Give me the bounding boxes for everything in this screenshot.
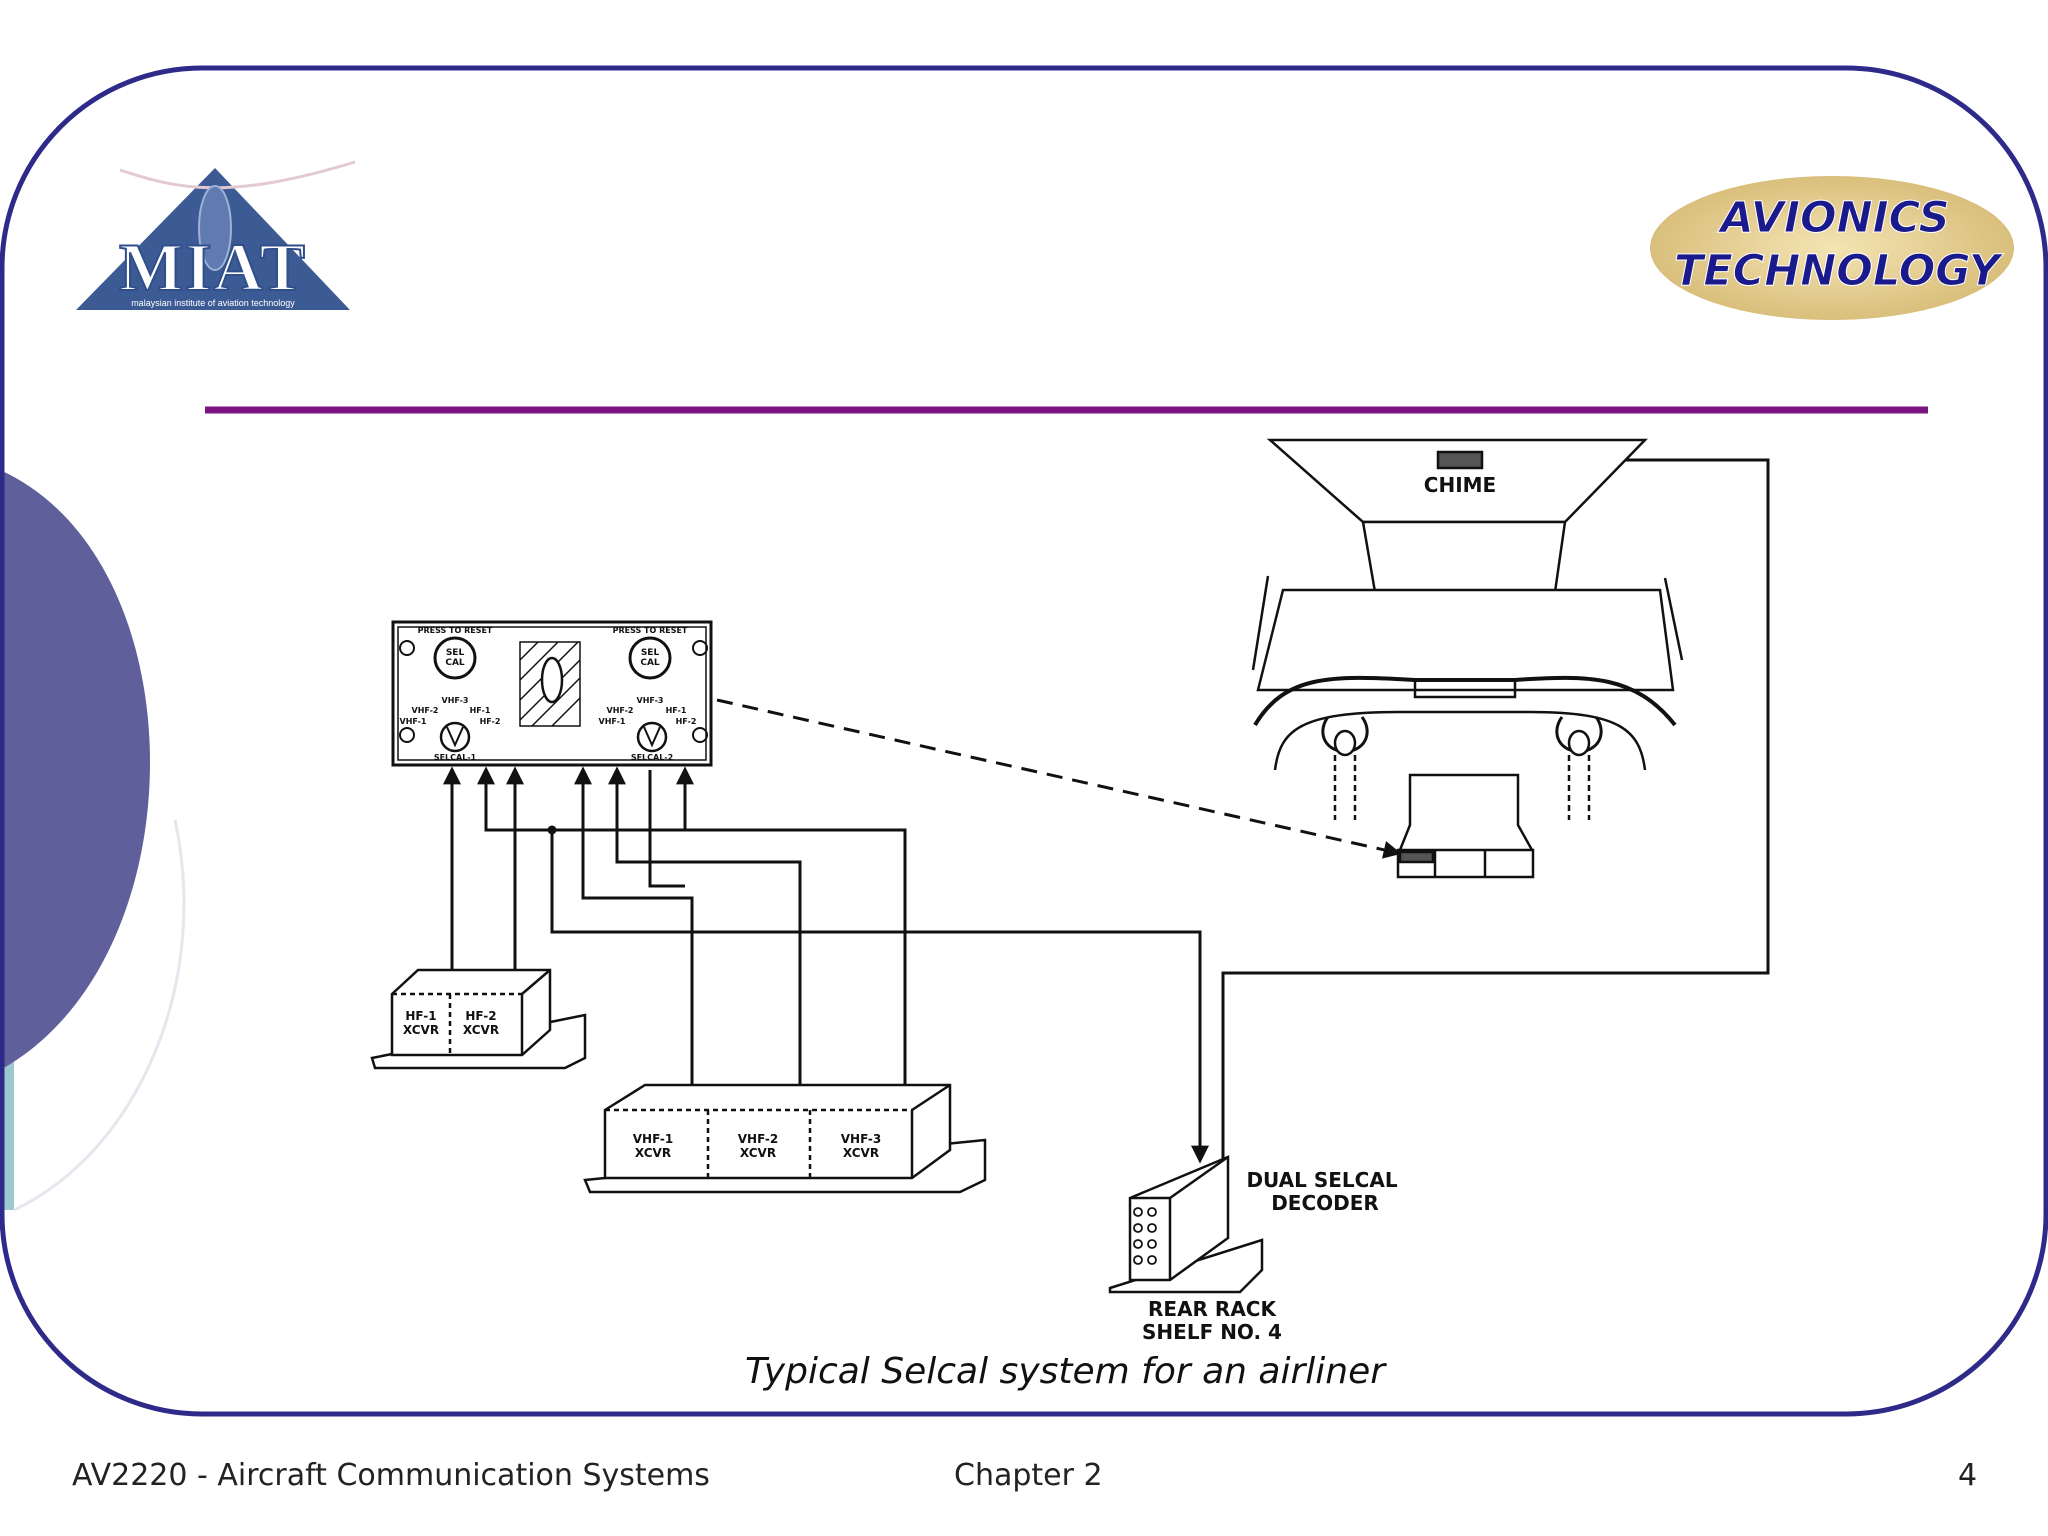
hf-crossover-wire bbox=[477, 766, 907, 1085]
dual-selcal-decoder: DUAL SELCAL DECODER REAR RACK SHELF NO. … bbox=[1108, 1155, 1398, 1344]
selcal-control-panel: PRESS TO RESET PRESS TO RESET SEL CAL SE… bbox=[391, 620, 713, 767]
vhf-transceivers: VHF-1 XCVR VHF-2 XCVR VHF-3 XCVR bbox=[583, 1083, 987, 1194]
diagram-caption: Typical Selcal system for an airliner bbox=[745, 1351, 1387, 1392]
rear-rack-label: REAR RACK bbox=[1148, 1297, 1277, 1321]
hf1-xcvr-label: XCVR bbox=[403, 1023, 439, 1037]
vhf1-label-1: VHF-1 bbox=[400, 717, 427, 726]
selcal-button-label: CAL bbox=[640, 658, 660, 668]
panel-screw-icon bbox=[399, 640, 415, 656]
logo-text: MIAT bbox=[119, 229, 307, 305]
selcal-1-reset-button[interactable] bbox=[433, 636, 477, 680]
vhf3-label-1: VHF-3 bbox=[442, 696, 469, 705]
yoke-right bbox=[1555, 716, 1603, 820]
miat-logo: MIAT malaysian institute of aviation tec… bbox=[76, 160, 356, 310]
wiring bbox=[443, 451, 1770, 1164]
vhf3-xcvr-label: XCVR bbox=[843, 1146, 879, 1160]
windshield-frame bbox=[1253, 675, 1677, 727]
cockpit-overhead: CHIME bbox=[1251, 438, 1684, 879]
hf2-xcvr-label: HF-2 bbox=[465, 1009, 496, 1023]
yoke-left bbox=[1321, 716, 1369, 820]
selcal-button-label: CAL bbox=[445, 658, 465, 668]
left-decoration bbox=[0, 470, 186, 1212]
hf2-label-2: HF-2 bbox=[676, 717, 697, 726]
hatched-center-module bbox=[519, 641, 581, 727]
selcal-button-label: SEL bbox=[446, 648, 465, 658]
footer-page-number: 4 bbox=[1958, 1458, 1978, 1493]
chime-label: CHIME bbox=[1424, 473, 1496, 497]
decoder-label: DECODER bbox=[1271, 1191, 1379, 1215]
decoder-connector-icon bbox=[1133, 1207, 1157, 1265]
badge-oval bbox=[1650, 176, 2014, 320]
left-purple-disc bbox=[0, 470, 150, 1070]
footer-chapter: Chapter 2 bbox=[954, 1458, 1103, 1493]
hf-xcvr-outline bbox=[390, 968, 552, 1057]
selcal-diagram: PRESS TO RESET PRESS TO RESET SEL CAL SE… bbox=[370, 438, 1770, 1344]
selcal-panel-location bbox=[1398, 850, 1435, 864]
glareshield bbox=[1256, 588, 1675, 692]
hf1-label-1: HF-1 bbox=[470, 706, 491, 715]
vhf1-wire bbox=[574, 766, 694, 1085]
hf-transceivers: HF-1 XCVR HF-2 XCVR bbox=[370, 968, 587, 1070]
knob-pointer bbox=[643, 726, 661, 748]
hf2-xcvr-label: XCVR bbox=[463, 1023, 499, 1037]
knob-pointer bbox=[446, 726, 464, 748]
chime-indicator bbox=[1436, 450, 1484, 470]
chime-wire bbox=[1221, 451, 1770, 1160]
selcal1-label: SELCAL-1 bbox=[434, 753, 477, 762]
footer-course: AV2220 - Aircraft Communication Systems bbox=[72, 1458, 710, 1493]
decoder-input-wire bbox=[550, 830, 1209, 1164]
logo-subtitle: malaysian institute of aviation technolo… bbox=[131, 298, 295, 308]
selcal-2-reset-button[interactable] bbox=[628, 636, 672, 680]
vhf2-label-2: VHF-2 bbox=[607, 706, 634, 715]
instrument-panel-outline bbox=[1273, 710, 1647, 771]
slide-frame bbox=[0, 65, 2048, 1417]
press-to-reset-left: PRESS TO RESET bbox=[418, 626, 493, 635]
hf2-label-1: HF-2 bbox=[480, 717, 501, 726]
vhf3-xcvr-label: VHF-3 bbox=[841, 1132, 882, 1146]
decoder-box bbox=[1128, 1155, 1230, 1282]
vhf-xcvr-outline bbox=[603, 1083, 952, 1180]
hf1-xcvr-label: HF-1 bbox=[405, 1009, 436, 1023]
selcal2-label: SELCAL-2 bbox=[631, 753, 673, 762]
vhf1-xcvr-label: XCVR bbox=[635, 1146, 671, 1160]
avionics-technology-badge: AVIONICS TECHNOLOGY bbox=[1650, 176, 2014, 320]
vhf-branch-wire bbox=[648, 770, 685, 888]
press-to-reset-right: PRESS TO RESET bbox=[613, 626, 688, 635]
vhf3-label-2: VHF-3 bbox=[637, 696, 664, 705]
vhf2-xcvr-label: VHF-2 bbox=[738, 1132, 779, 1146]
vhf2-wire bbox=[608, 766, 802, 1085]
airplane-icon bbox=[198, 185, 232, 271]
selcal-2-selector-knob[interactable] bbox=[636, 721, 668, 753]
selcal-button-label: SEL bbox=[641, 648, 660, 658]
vhf1-xcvr-label: VHF-1 bbox=[633, 1132, 674, 1146]
center-console-top bbox=[1361, 520, 1567, 594]
vhf2-label-1: VHF-2 bbox=[412, 706, 439, 715]
decoder-label: DUAL SELCAL bbox=[1246, 1168, 1397, 1192]
panel-inner-border bbox=[397, 626, 707, 761]
vhf1-label-2: VHF-1 bbox=[599, 717, 626, 726]
selcal-1-selector-knob[interactable] bbox=[439, 721, 471, 753]
badge-line1: AVIONICS bbox=[1717, 193, 1949, 243]
panel-screw-icon bbox=[399, 727, 415, 743]
hf1-label-2: HF-1 bbox=[666, 706, 687, 715]
panel-screw-icon bbox=[692, 727, 708, 743]
panel-screw-icon bbox=[692, 640, 708, 656]
rear-rack-label: SHELF NO. 4 bbox=[1142, 1320, 1282, 1344]
panel-location-dashed-line bbox=[716, 698, 1402, 859]
logo-swoosh bbox=[119, 160, 356, 190]
vhf2-xcvr-label: XCVR bbox=[740, 1146, 776, 1160]
left-arc-line bbox=[13, 819, 186, 1212]
badge-line2: TECHNOLOGY bbox=[1674, 246, 2004, 296]
